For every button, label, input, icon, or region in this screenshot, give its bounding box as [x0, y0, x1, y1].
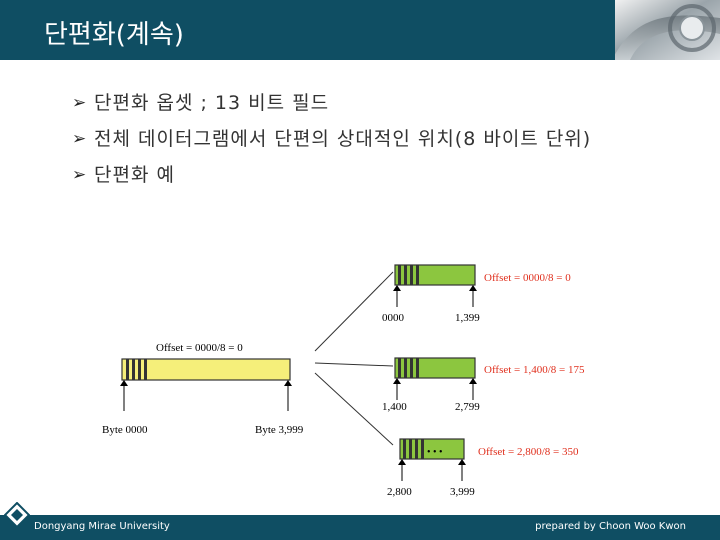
original-offset-label: Offset = 0000/8 = 0: [156, 342, 243, 354]
fragment-1: Offset = 0000/8 = 0 0000 1,399: [382, 265, 571, 324]
fragment-end-label: 1,399: [455, 312, 480, 324]
fragment-start-label: 1,400: [382, 401, 407, 413]
footer-author: prepared by Choon Woo Kwon: [535, 521, 686, 532]
page-title: 단편화(계속): [44, 14, 184, 51]
original-end-label: Byte 3,999: [255, 424, 304, 436]
fragment-offset-label: Offset = 0000/8 = 0: [484, 272, 571, 284]
fragment-start-label: 0000: [382, 312, 405, 324]
diamond-icon: [4, 502, 30, 528]
arrow-bullet-icon: ➢: [72, 126, 86, 152]
fragment-offset-label: Offset = 1,400/8 = 175: [484, 364, 585, 376]
original-start-label: Byte 0000: [102, 424, 148, 436]
fragment-end-label: 3,999: [450, 486, 475, 498]
title-bar: 단편화(계속): [0, 0, 720, 60]
fragment-ellipsis: • • •: [427, 447, 443, 458]
bullet-text: 단편화 옵셋 ; 13 비트 필드: [94, 92, 329, 114]
fragment-offset-label: Offset = 2,800/8 = 350: [478, 446, 579, 458]
bullet-text: 단편화 예: [94, 164, 175, 186]
bullet-item: ➢ 단편화 예: [72, 162, 692, 188]
original-datagram: Offset = 0000/8 = 0 Byte 0000 Byte 3,999: [102, 342, 304, 436]
arrow-bullet-icon: ➢: [72, 90, 86, 116]
arrow-bullet-icon: ➢: [72, 162, 86, 188]
bullet-item: ➢ 전체 데이터그램에서 단편의 상대적인 위치(8 바이트 단위): [72, 126, 669, 152]
fragmentation-diagram: Offset = 0000/8 = 0 Byte 0000 Byte 3,999…: [90, 245, 630, 505]
bullet-text: 전체 데이터그램에서 단편의 상대적인 위치(8 바이트 단위): [94, 128, 591, 150]
bullet-list: ➢ 단편화 옵셋 ; 13 비트 필드 ➢ 전체 데이터그램에서 단편의 상대적…: [72, 90, 692, 198]
fanout-line: [315, 363, 393, 366]
bullet-item: ➢ 단편화 옵셋 ; 13 비트 필드: [72, 90, 692, 116]
fragment-2: Offset = 1,400/8 = 175 1,400 2,799: [382, 358, 585, 413]
fragment-end-label: 2,799: [455, 401, 480, 413]
logo-art: [612, 0, 720, 60]
fragment-start-label: 2,800: [387, 486, 412, 498]
fragment-3: • • • Offset = 2,800/8 = 350 2,800 3,999: [387, 439, 579, 498]
footer-university: Dongyang Mirae University: [34, 521, 170, 532]
footer-bar: Dongyang Mirae University prepared by Ch…: [0, 515, 720, 540]
